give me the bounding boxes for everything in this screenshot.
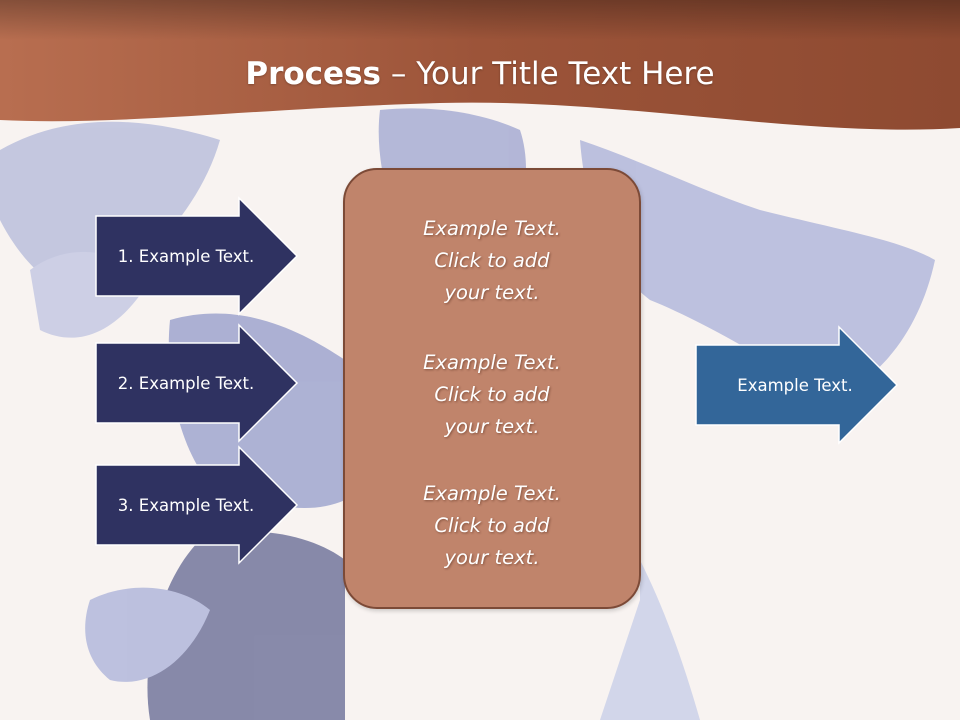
- center-text-line: Click to add: [434, 383, 550, 406]
- center-text-line: Click to add: [434, 249, 550, 272]
- output-arrow-label: Example Text.: [737, 375, 853, 395]
- title-rest: Your Title Text Here: [416, 56, 715, 92]
- center-text-block-3: Example Text. Click to add your text.: [345, 478, 639, 574]
- center-text-line: Click to add: [434, 514, 550, 537]
- left-arrow-1-label: 1. Example Text.: [117, 246, 255, 266]
- center-text-block-2: Example Text. Click to add your text.: [345, 347, 639, 443]
- center-process-box[interactable]: Example Text. Click to add your text. Ex…: [343, 168, 641, 609]
- center-text-line: Example Text.: [423, 482, 561, 505]
- left-arrow-1[interactable]: 1. Example Text.: [95, 196, 299, 316]
- left-arrow-2-label: 2. Example Text.: [117, 373, 255, 393]
- center-text-line: your text.: [444, 281, 540, 304]
- left-arrow-2[interactable]: 2. Example Text.: [95, 323, 299, 443]
- output-arrow[interactable]: Example Text.: [695, 325, 899, 445]
- left-arrow-3-label: 3. Example Text.: [117, 495, 255, 515]
- right-arrow-shape: [95, 196, 299, 316]
- right-arrow-shape: [95, 445, 299, 565]
- right-arrow-shape: [695, 325, 899, 445]
- center-text-line: your text.: [444, 415, 540, 438]
- center-text-line: your text.: [444, 546, 540, 569]
- title-bold-word: Process: [245, 56, 381, 92]
- title-separator: –: [381, 56, 417, 92]
- center-text-block-1: Example Text. Click to add your text.: [345, 213, 639, 309]
- center-text-line: Example Text.: [423, 217, 561, 240]
- slide-title: Process – Your Title Text Here: [0, 52, 960, 96]
- left-arrow-3[interactable]: 3. Example Text.: [95, 445, 299, 565]
- right-arrow-shape: [95, 323, 299, 443]
- center-text-line: Example Text.: [423, 351, 561, 374]
